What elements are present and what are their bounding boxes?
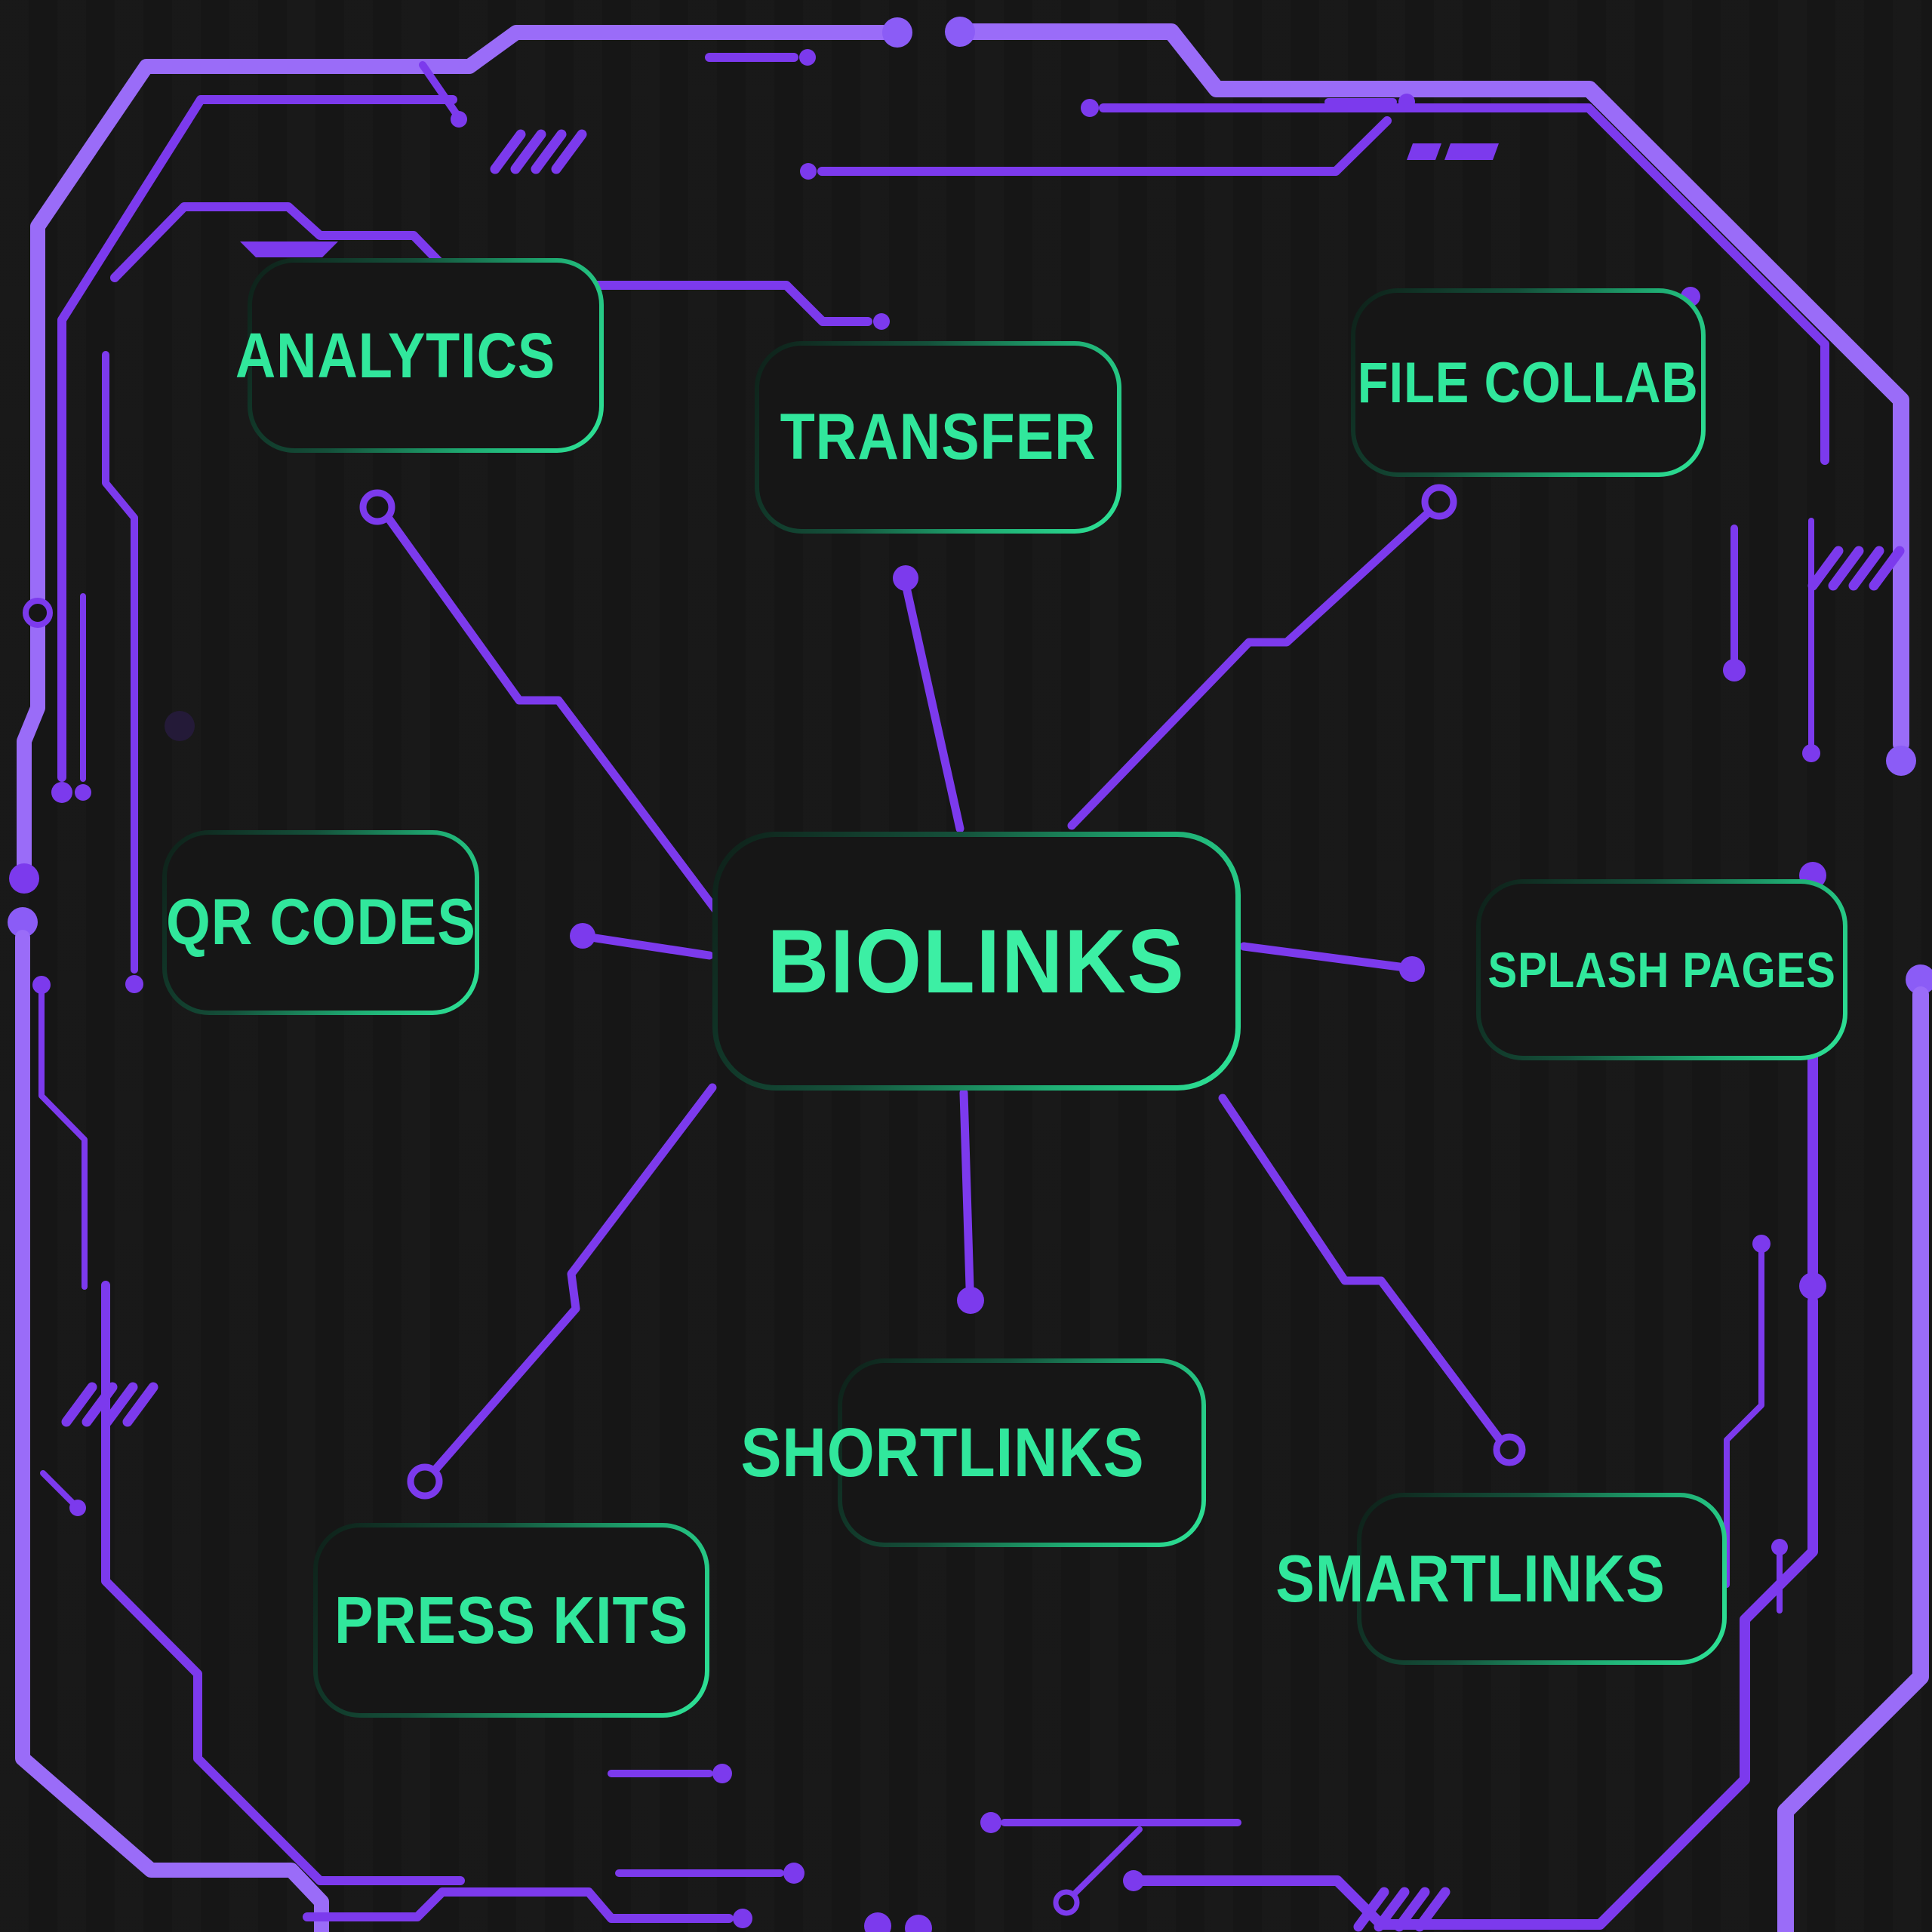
circuit-dot bbox=[783, 1863, 804, 1884]
connector-qr-codes bbox=[570, 923, 714, 960]
circuit-trace-bottom-center bbox=[608, 1764, 1241, 1932]
node-press-kits: PRESS KITS bbox=[313, 1523, 709, 1718]
circuit-slashes-bottom-right bbox=[1353, 1887, 1451, 1932]
circuit-dot-faint bbox=[165, 711, 195, 741]
connector-splash-pages-endpoint-dot bbox=[1399, 956, 1425, 982]
circuit-dot bbox=[75, 784, 91, 801]
circuit-bar bbox=[1444, 143, 1499, 160]
node-splash-pages-body: SPLASH PAGES bbox=[1481, 884, 1843, 1056]
circuit-bar bbox=[240, 242, 338, 257]
connector-qr-codes-line bbox=[591, 934, 714, 960]
connector-shortlinks-line bbox=[959, 1088, 974, 1291]
circuit-dot bbox=[712, 1764, 732, 1783]
node-biolinks-label: BIOLINKS bbox=[768, 910, 1186, 1012]
circuit-slashes-right bbox=[1807, 546, 1905, 591]
circuit-dot bbox=[1886, 746, 1916, 776]
circuit-dot bbox=[1906, 964, 1932, 995]
node-file-collab-body: FILE COLLAB bbox=[1355, 293, 1701, 472]
node-biolinks-center: BIOLINKS bbox=[712, 832, 1241, 1091]
node-qr-codes-label: QR CODES bbox=[165, 886, 476, 958]
connector-smartlinks-line bbox=[1218, 1094, 1504, 1444]
connector-splash-pages bbox=[1239, 942, 1425, 982]
node-file-collab-label: FILE COLLAB bbox=[1358, 350, 1699, 415]
circuit-dot bbox=[1081, 99, 1099, 117]
connector-smartlinks-endpoint-circle bbox=[1493, 1433, 1526, 1466]
node-shortlinks-label: SHORTLINKS bbox=[740, 1414, 1145, 1491]
circuit-slashes-top-left bbox=[490, 129, 587, 174]
circuit-dot bbox=[800, 163, 817, 180]
circuit-trace-top-left bbox=[9, 17, 912, 993]
node-smartlinks-label: SMARTLINKS bbox=[1275, 1541, 1666, 1616]
connector-transfer-line bbox=[903, 586, 964, 833]
connector-press-kits-line bbox=[432, 1083, 717, 1473]
connector-transfer bbox=[893, 565, 964, 833]
circuit-dot bbox=[799, 49, 816, 66]
node-qr-codes: QR CODES bbox=[162, 830, 479, 1015]
circuit-dot bbox=[9, 863, 39, 894]
node-biolinks-body: BIOLINKS bbox=[718, 837, 1235, 1085]
circuit-dot bbox=[1723, 659, 1746, 681]
circuit-dot bbox=[1398, 94, 1415, 110]
circuit-hollow-circle bbox=[1053, 1889, 1080, 1916]
circuit-trace-top-right bbox=[705, 17, 1916, 776]
node-analytics-label: ANALYTICS bbox=[235, 319, 556, 391]
circuit-dot bbox=[1799, 1272, 1826, 1300]
connector-transfer-endpoint-dot bbox=[893, 565, 918, 591]
circuit-dot bbox=[8, 907, 38, 937]
circuit-dot bbox=[873, 313, 890, 330]
node-transfer-label: TRANSFER bbox=[780, 401, 1097, 473]
node-smartlinks: SMARTLINKS bbox=[1275, 1493, 1727, 1665]
circuit-dot bbox=[733, 1909, 752, 1928]
connector-press-kits bbox=[407, 1083, 717, 1500]
node-smartlinks-body: SMARTLINKS bbox=[1275, 1497, 1722, 1660]
circuit-trace-right-edge bbox=[1723, 518, 1932, 1932]
circuit-dot bbox=[1752, 1235, 1770, 1253]
circuit-dot bbox=[945, 17, 975, 47]
connector-press-kits-endpoint-circle bbox=[407, 1463, 443, 1500]
node-splash-pages: SPLASH PAGES bbox=[1476, 879, 1847, 1060]
node-qr-codes-body: QR CODES bbox=[165, 835, 476, 1011]
connector-file-collab bbox=[1067, 484, 1457, 830]
node-shortlinks: SHORTLINKS bbox=[740, 1358, 1206, 1547]
node-press-kits-body: PRESS KITS bbox=[318, 1527, 705, 1713]
node-file-collab: FILE COLLAB bbox=[1351, 288, 1706, 477]
circuit-trace-bottom-left bbox=[8, 907, 752, 1932]
connector-shortlinks-endpoint-dot bbox=[957, 1287, 984, 1314]
connector-qr-codes-endpoint-dot bbox=[570, 923, 595, 949]
node-analytics-body: ANALYTICS bbox=[235, 263, 599, 448]
circuit-dot bbox=[864, 1912, 891, 1932]
node-transfer: TRANSFER bbox=[755, 341, 1121, 534]
circuit-bar bbox=[1407, 143, 1441, 160]
circuit-dot bbox=[1802, 744, 1820, 762]
circuit-dot bbox=[125, 975, 143, 993]
connector-analytics bbox=[359, 489, 721, 916]
circuit-dot bbox=[882, 17, 912, 48]
connector-shortlinks bbox=[957, 1088, 984, 1314]
node-transfer-body: TRANSFER bbox=[759, 346, 1117, 529]
node-shortlinks-body: SHORTLINKS bbox=[740, 1363, 1201, 1543]
circuit-dot bbox=[451, 111, 467, 128]
node-analytics: ANALYTICS bbox=[235, 258, 604, 453]
connector-splash-pages-line bbox=[1239, 942, 1404, 971]
connector-analytics-endpoint-circle bbox=[359, 489, 395, 525]
circuit-hollow-circle bbox=[23, 598, 53, 628]
circuit-dot bbox=[51, 782, 72, 803]
circuit-dot bbox=[905, 1915, 932, 1932]
circuit-dot bbox=[980, 1812, 1001, 1833]
node-splash-pages-label: SPLASH PAGES bbox=[1487, 942, 1836, 998]
connector-file-collab-line bbox=[1067, 508, 1433, 830]
connector-smartlinks bbox=[1218, 1094, 1526, 1466]
node-press-kits-label: PRESS KITS bbox=[334, 1583, 689, 1657]
circuit-slashes-left bbox=[61, 1382, 158, 1427]
connector-analytics-line bbox=[384, 514, 721, 916]
circuit-dot bbox=[1123, 1870, 1144, 1891]
connector-file-collab-endpoint-circle bbox=[1421, 484, 1457, 520]
